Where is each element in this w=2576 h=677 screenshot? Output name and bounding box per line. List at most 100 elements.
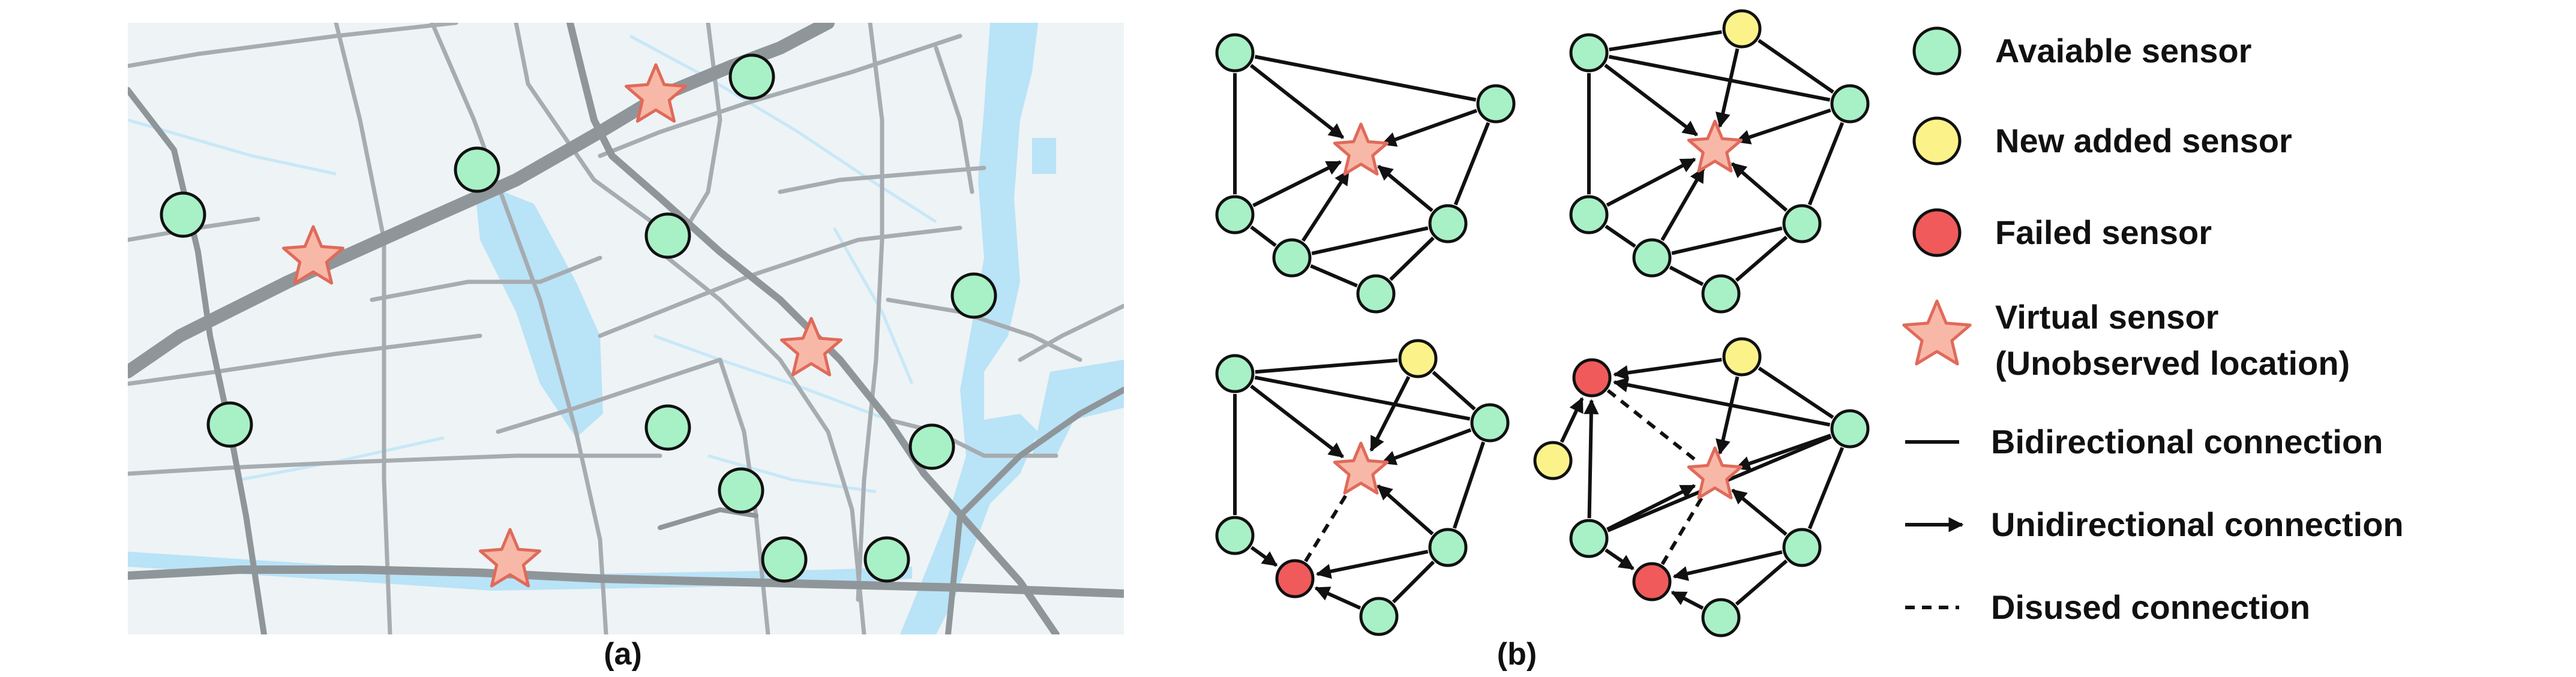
map-available-sensor <box>454 146 500 193</box>
map-virtual-sensor <box>282 225 344 285</box>
map-available-sensor <box>908 423 955 470</box>
virtual-sensor <box>1687 446 1743 500</box>
available-sensor <box>1428 204 1468 243</box>
unidirectional-edge <box>1731 162 1788 212</box>
unidirectional-edge <box>1560 397 1584 443</box>
sensor-graph-2 <box>1569 9 1870 314</box>
bidirectional-edge <box>1254 55 1477 102</box>
map-sensors <box>160 53 997 588</box>
failed-sensor <box>1275 559 1315 598</box>
unidirectional-edge <box>1584 399 1599 519</box>
new-added-sensor <box>1722 9 1762 49</box>
map-available-sensor <box>644 212 691 259</box>
unidirectional-edge <box>1604 64 1698 137</box>
available-sensor <box>1782 204 1822 243</box>
unidirectional-edge <box>1715 48 1740 128</box>
legend-disused-label: Disused connection <box>1991 588 2310 626</box>
available-sensor <box>1569 519 1609 558</box>
legend-virtual-sublabel: (Unobserved location) <box>1995 344 2350 382</box>
unidirectional-edge <box>1735 434 1831 471</box>
bidirectional-edge <box>1255 358 1398 374</box>
bidirectional-edge <box>1605 224 1636 248</box>
legend-bidirectional-label: Bidirectional connection <box>1991 423 2383 461</box>
available-sensor <box>1569 33 1609 73</box>
unidirectional-edge <box>1381 109 1478 147</box>
unidirectional-edge <box>1249 64 1345 139</box>
map-available-sensor <box>863 536 910 583</box>
panel-a-label: (a) <box>604 637 642 672</box>
bidirectional-edge <box>1807 122 1845 206</box>
map-available-sensor <box>718 467 764 514</box>
new-added-sensor <box>1398 339 1438 378</box>
bidirectional-edge <box>1609 30 1722 52</box>
map-available-sensor <box>950 272 997 319</box>
unidirectional-edge <box>1315 549 1429 579</box>
unidirectional-edge <box>1731 488 1788 536</box>
panel-b-label: (b) <box>1497 637 1537 672</box>
bidirectional-edge <box>1311 226 1429 255</box>
disused-edge <box>1606 389 1701 465</box>
bidirectional-edge <box>1735 236 1788 282</box>
available-sensor <box>1632 238 1672 278</box>
unidirectional-edge <box>1735 108 1831 145</box>
legend-available-label: Avaiable sensor <box>1995 32 2251 70</box>
map-available-sensor <box>160 191 206 238</box>
unidirectional-edge <box>1716 376 1740 455</box>
legend-new-label: New added sensor <box>1995 122 2292 160</box>
unidirectional-edge <box>1252 160 1342 207</box>
legend-virtual-label: Virtual sensor <box>1995 298 2218 336</box>
unidirectional-edge <box>1606 484 1696 531</box>
available-sensor <box>1356 274 1396 314</box>
map-available-sensor <box>644 404 691 451</box>
unidirectional-edge <box>1660 167 1705 241</box>
available-sensor <box>1476 84 1516 124</box>
unidirectional-edge <box>1381 428 1472 465</box>
bidirectional-edge <box>1310 264 1358 288</box>
map-available-sensor <box>206 401 253 448</box>
bidirectional-edge <box>1452 441 1486 529</box>
unidirectional-edge <box>1606 157 1696 207</box>
bidirectional-edge <box>1432 371 1476 411</box>
new-added-sensor <box>1533 441 1573 480</box>
map-panel <box>128 23 1124 634</box>
virtual-sensor <box>1687 119 1743 173</box>
unidirectional-edge <box>1250 546 1278 567</box>
unidirectional-edge <box>1671 590 1704 610</box>
bidirectional-edge <box>1608 55 1831 102</box>
available-sensor <box>1830 409 1870 449</box>
bidirectional-edge <box>1669 266 1704 286</box>
bidirectional-edge <box>1250 225 1277 247</box>
unidirectional-edge <box>1250 384 1344 459</box>
unidirectional-edge <box>1301 169 1350 242</box>
map-available-sensor <box>761 536 808 583</box>
virtual-sensor <box>1333 441 1389 495</box>
graph-panel <box>1215 9 1870 637</box>
bidirectional-edge <box>1392 560 1435 604</box>
disused-edge <box>1304 487 1352 562</box>
legend-failed-swatch <box>1912 208 1962 257</box>
bidirectional-edge <box>1758 366 1834 419</box>
available-sensor <box>1215 516 1255 555</box>
new-added-sensor <box>1722 337 1762 377</box>
unidirectional-edge <box>1605 548 1635 570</box>
available-sensor <box>1701 598 1741 637</box>
unidirectional-edge <box>1612 377 1831 427</box>
virtual-sensor <box>1333 122 1389 176</box>
legend: Avaiable sensor New added sensor Failed … <box>1902 26 2404 626</box>
available-sensor <box>1782 528 1822 567</box>
bidirectional-edge <box>1254 375 1471 421</box>
unidirectional-edge <box>1377 164 1434 212</box>
map-virtual-sensor <box>479 528 541 588</box>
available-sensor <box>1215 354 1255 393</box>
unidirectional-edge <box>1314 586 1362 610</box>
unidirectional-edge <box>1369 375 1411 452</box>
legend-virtual-swatch <box>1902 299 1972 366</box>
available-sensor <box>1428 528 1468 567</box>
bidirectional-edge <box>1807 447 1845 529</box>
unidirectional-edge <box>1377 484 1434 535</box>
available-sensor <box>1215 33 1255 73</box>
bidirectional-edge <box>1735 559 1788 606</box>
failed-sensor <box>1632 562 1672 601</box>
sensor-graph-3 <box>1215 339 1510 636</box>
